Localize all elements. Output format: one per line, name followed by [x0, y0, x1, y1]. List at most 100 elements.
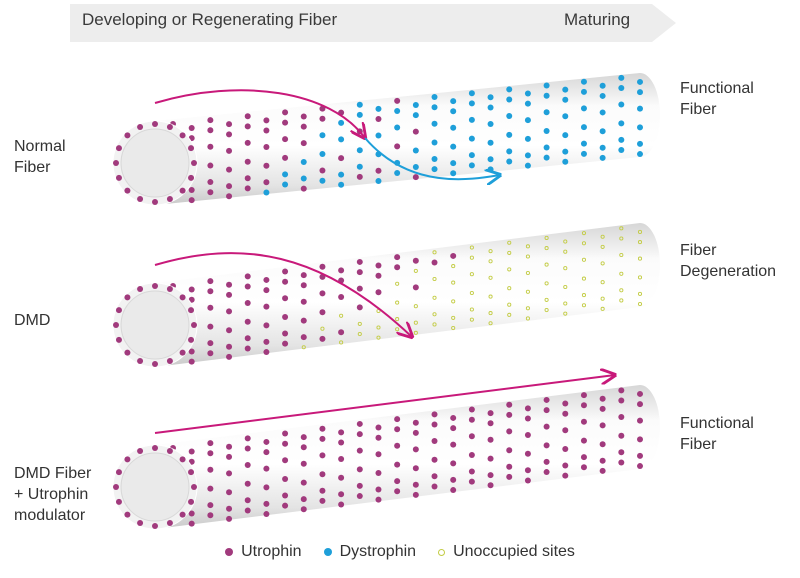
utrophin-dot [244, 273, 251, 280]
fiber-cap-inner [120, 452, 190, 522]
fiber-1 [112, 73, 660, 206]
unoccupied-site [432, 250, 437, 255]
legend-utrophin: Utrophin [225, 543, 302, 561]
utrophin-dot [188, 498, 195, 505]
utrophin-dot [244, 139, 251, 146]
utrophin-dot [468, 478, 475, 485]
dystrophin-dot [580, 78, 587, 85]
utrophin-dot [244, 158, 251, 165]
dystrophin-dot [338, 181, 345, 188]
utrophin-dot [113, 322, 119, 328]
utrophin-dot [166, 285, 173, 292]
utrophin-dot [394, 488, 401, 495]
utrophin-dot [188, 520, 195, 527]
utrophin-dot [137, 358, 144, 365]
dystrophin-dot [431, 94, 438, 101]
unoccupied-site [507, 250, 512, 255]
utrophin-dot [244, 113, 251, 120]
utrophin-dot [300, 185, 307, 192]
utrophin-dot [124, 187, 131, 194]
unoccupied-site [600, 234, 605, 239]
unoccupied-site [376, 335, 381, 340]
utrophin-dot [263, 179, 270, 186]
utrophin-dot [152, 121, 158, 127]
utrophin-dot [412, 481, 419, 488]
unoccupied-site [619, 288, 624, 293]
dystrophin-dot [431, 156, 438, 163]
utrophin-dot [137, 196, 144, 203]
utrophin-dot [431, 473, 438, 480]
utrophin-dot [524, 477, 531, 484]
utrophin-dot [244, 497, 251, 504]
unoccupied-site [600, 306, 605, 311]
unoccupied-site [488, 321, 493, 326]
dystrophin-dot [543, 109, 550, 116]
unoccupied-site [544, 246, 549, 251]
utrophin-dot [412, 128, 419, 135]
utrophin-dot [543, 442, 550, 449]
utrophin-dot [282, 278, 289, 285]
utrophin-dot [115, 307, 122, 314]
dystrophin-dot [282, 181, 289, 188]
utrophin-dot [282, 440, 289, 447]
utrophin-dot [375, 486, 382, 493]
legend-utrophin-label: Utrophin [241, 543, 302, 560]
utrophin-dot [431, 456, 438, 463]
utrophin-dot [244, 461, 251, 468]
utrophin-dot [282, 492, 289, 499]
utrophin-dot [356, 420, 363, 427]
utrophin-dot [207, 350, 214, 357]
dystrophin-dot [506, 148, 513, 155]
utrophin-dot [207, 288, 214, 295]
utrophin-dot [487, 482, 494, 489]
utrophin-dot [431, 437, 438, 444]
utrophin-dot [152, 445, 158, 451]
legend-dystrophin: Dystrophin [323, 543, 416, 561]
dystrophin-dot [637, 151, 643, 158]
unoccupied-site [432, 322, 437, 327]
utrophin-dot [166, 123, 173, 130]
dystrophin-dot [338, 136, 345, 143]
utrophin-dot [244, 175, 251, 182]
dystrophin-dot [319, 151, 326, 158]
dystrophin-dot [543, 154, 550, 161]
utrophin-dot [226, 308, 233, 315]
fiber-body [155, 223, 660, 367]
utrophin-dot [338, 429, 345, 436]
utrophin-dot [319, 471, 326, 478]
dystrophin-dot [338, 119, 345, 126]
utrophin-dot [226, 147, 233, 154]
utrophin-dot [263, 500, 270, 507]
utrophin-dot [524, 405, 531, 412]
utrophin-dot [394, 478, 401, 485]
utrophin-dot [562, 462, 569, 469]
unoccupied-site [395, 281, 400, 286]
unoccupied-site [413, 304, 418, 309]
unoccupied-site [320, 326, 325, 331]
utrophin-dot [412, 419, 419, 426]
utrophin-dot [226, 131, 233, 138]
utrophin-dot [188, 469, 195, 476]
dystrophin-dot [394, 108, 401, 115]
utrophin-dot [487, 410, 494, 417]
dystrophin-dot [506, 158, 513, 165]
utrophin-dot [618, 432, 625, 439]
utrophin-dot [319, 115, 326, 122]
utrophin-dot [356, 269, 363, 276]
dystrophin-dot [300, 158, 307, 165]
utrophin-dot [226, 183, 233, 190]
utrophin-dot [179, 187, 186, 194]
unoccupied-site [432, 276, 437, 282]
unoccupied-site [451, 264, 456, 269]
unoccupied-site [488, 294, 493, 299]
utrophin-dot [637, 401, 643, 408]
utrophin-dot [562, 427, 569, 434]
unoccupied-site [544, 235, 549, 240]
utrophin-dot [152, 361, 158, 367]
utrophin-dot [137, 123, 144, 130]
legend-unoccupied: Unoccupied sites [438, 543, 575, 561]
utrophin-dot [356, 285, 363, 292]
utrophin-dot [580, 464, 587, 471]
utrophin-dot [263, 162, 270, 169]
utrophin-dot [319, 425, 326, 432]
